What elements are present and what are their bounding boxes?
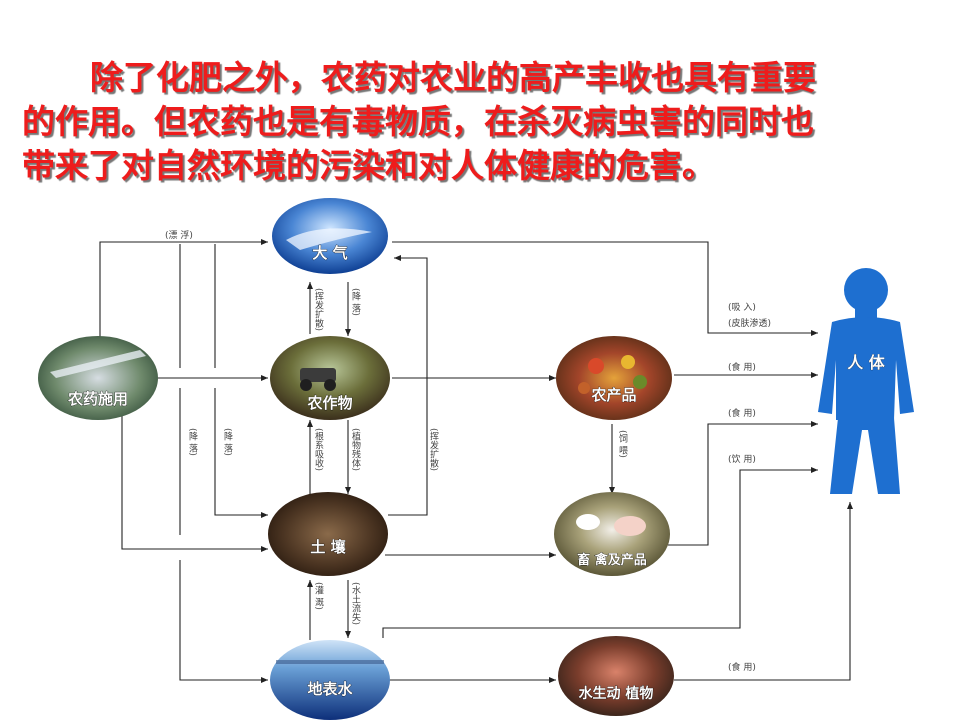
label-eat-2: (食 用)	[728, 407, 756, 419]
node-water: 地表水	[270, 640, 390, 720]
label-feed: (饲 喂)	[617, 430, 628, 458]
label-settle-1: (降 落)	[350, 288, 361, 316]
node-livestock: 畜 禽及产品	[554, 492, 670, 576]
aquatic-label: 水生动 植物	[579, 685, 654, 702]
human-silhouette	[818, 268, 914, 494]
human-label: 人 体	[847, 353, 886, 372]
label-drink: (饮 用)	[728, 453, 756, 465]
label-volatilize-1: (挥发扩散)	[313, 288, 324, 331]
label-irrigate: (灌 溉)	[313, 582, 324, 610]
diagram-edges	[99, 239, 853, 680]
livestock-image	[554, 492, 670, 576]
label-runoff: (水土流失)	[350, 582, 361, 625]
node-human: 人 体	[818, 268, 914, 494]
title-line-1: 除了化肥之外，农药对农业的高产丰收也具有重要	[90, 58, 816, 97]
crops-label: 农作物	[306, 394, 352, 412]
soil-label: 土 壤	[310, 538, 346, 556]
air-label: 大 气	[312, 244, 347, 262]
livestock-label: 畜 禽及产品	[577, 552, 647, 568]
label-drift: (漂 浮)	[165, 229, 193, 241]
node-soil: 土 壤	[268, 492, 388, 576]
label-inhale: (吸 入)	[728, 302, 756, 313]
pesticide-label: 农药施用	[67, 390, 128, 408]
label-root-absorb: (根系吸收)	[313, 428, 324, 471]
water-label: 地表水	[307, 680, 353, 698]
node-aquatic: 水生动 植物	[558, 636, 674, 716]
label-eat-3: (食 用)	[728, 661, 756, 673]
node-air: 大 气	[272, 198, 388, 274]
edge-labels: (漂 浮) (吸 入) (皮肤渗透) (食 用) (食 用) (饮 用) (食 …	[165, 229, 771, 673]
title-line-3: 带来了对自然环境的污染和对人体健康的危害。	[22, 146, 715, 185]
node-farm-products: 农产品	[556, 336, 672, 420]
label-settle-2: (降 落)	[187, 428, 198, 456]
label-skin: (皮肤渗透)	[728, 317, 771, 329]
soil-image	[268, 492, 388, 576]
title-line-2: 的作用。但农药也是有毒物质，在杀灭病虫害的同时也	[22, 102, 814, 141]
label-settle-3: (降 落)	[222, 428, 233, 456]
farm-products-image	[556, 336, 672, 420]
label-residue: (植物残体)	[350, 428, 361, 471]
node-crops: 农作物	[270, 336, 390, 420]
vertical-labels: (挥发扩散) (降 落) (降 落) (降 落) (根系吸收) (植物残体) (…	[187, 288, 628, 625]
node-pesticide: 农药施用	[38, 336, 158, 420]
label-eat-1: (食 用)	[728, 361, 756, 373]
aquatic-image	[558, 636, 674, 716]
label-volatilize-2: (挥发扩散)	[428, 428, 439, 471]
farm-products-label: 农产品	[590, 386, 636, 404]
page-title: 除了化肥之外，农药对农业的高产丰收也具有重要 的作用。但农药也是有毒物质，在杀灭…	[22, 56, 932, 188]
